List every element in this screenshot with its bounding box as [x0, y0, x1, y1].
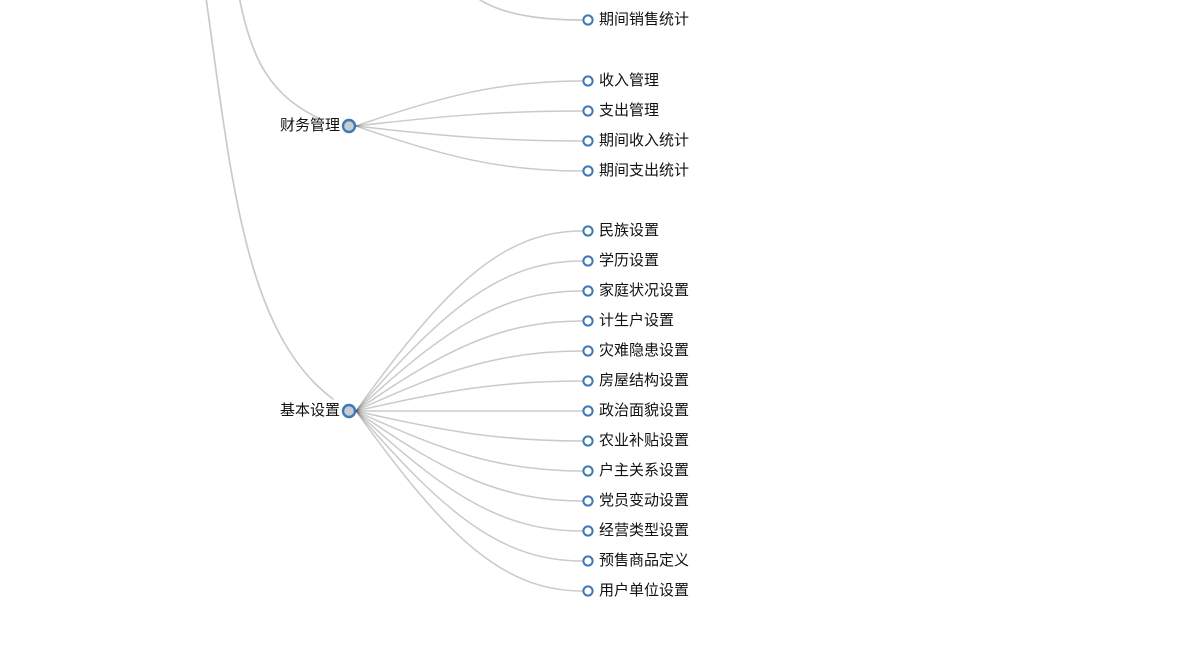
edge-basic-child: [355, 410, 583, 532]
edge-basic-child: [355, 410, 583, 592]
edge-basic-child: [355, 410, 583, 562]
leaf-node-circle[interactable]: [582, 14, 594, 26]
branch-node-circle[interactable]: [341, 403, 357, 419]
edge-finance-child: [355, 125, 583, 142]
leaf-node-circle[interactable]: [582, 255, 594, 267]
edge-incoming-finance: [238, 0, 319, 119]
leaf-node-label[interactable]: 农业补贴设置: [599, 432, 690, 449]
leaf-node-circle[interactable]: [582, 585, 594, 597]
branch-node-label[interactable]: 财务管理: [279, 117, 340, 134]
leaf-node-circle[interactable]: [582, 435, 594, 447]
edge-basic-child: [355, 410, 583, 442]
leaf-node-circle[interactable]: [582, 405, 594, 417]
leaf-node-circle[interactable]: [582, 375, 594, 387]
edge-incoming-basic: [205, 0, 334, 400]
edge-incoming-sales: [478, 0, 583, 21]
leaf-node-circle[interactable]: [582, 135, 594, 147]
leaf-node-circle[interactable]: [582, 555, 594, 567]
edge-basic-child: [355, 410, 583, 502]
leaf-node-circle[interactable]: [582, 525, 594, 537]
leaf-node-circle[interactable]: [582, 345, 594, 357]
leaf-node-label[interactable]: 用户单位设置: [599, 582, 690, 599]
edge-finance-child: [355, 110, 583, 127]
edge-basic-child: [355, 320, 583, 412]
leaf-node-circle[interactable]: [582, 105, 594, 117]
leaf-node-label[interactable]: 经营类型设置: [599, 522, 690, 539]
branch-node-label[interactable]: 基本设置: [279, 402, 340, 419]
leaf-node-circle[interactable]: [582, 285, 594, 297]
leaf-node-circle[interactable]: [582, 465, 594, 477]
edge-basic-child: [355, 290, 583, 412]
leaf-node-label[interactable]: 期间销售统计: [599, 11, 690, 28]
leaf-node-label[interactable]: 灾难隐患设置: [599, 342, 690, 359]
leaf-node-label[interactable]: 计生户设置: [599, 312, 675, 329]
edge-basic-child: [355, 410, 583, 472]
edge-basic-child: [355, 380, 583, 412]
leaf-node-label[interactable]: 学历设置: [599, 252, 660, 269]
leaf-node-circle[interactable]: [582, 165, 594, 177]
edge-basic-child: [355, 260, 583, 412]
leaf-node-label[interactable]: 房屋结构设置: [599, 372, 690, 389]
leaf-node-label[interactable]: 政治面貌设置: [599, 402, 690, 419]
edge-finance-child: [355, 125, 583, 172]
leaf-node-label[interactable]: 期间支出统计: [599, 162, 690, 179]
leaf-node-label[interactable]: 支出管理: [599, 102, 660, 119]
edge-finance-child: [355, 80, 583, 127]
leaf-node-label[interactable]: 民族设置: [599, 222, 660, 239]
branch-node-circle[interactable]: [341, 118, 357, 134]
leaf-node-label[interactable]: 家庭状况设置: [599, 282, 690, 299]
leaf-node-label[interactable]: 期间收入统计: [599, 132, 690, 149]
leaf-node-circle[interactable]: [582, 315, 594, 327]
leaf-node-label[interactable]: 预售商品定义: [599, 552, 690, 569]
edge-basic-child: [355, 350, 583, 412]
leaf-node-label[interactable]: 收入管理: [599, 72, 660, 89]
leaf-node-label[interactable]: 户主关系设置: [599, 462, 690, 479]
leaf-node-label[interactable]: 党员变动设置: [599, 492, 690, 509]
edge-basic-child: [355, 230, 583, 412]
leaf-node-circle[interactable]: [582, 495, 594, 507]
leaf-node-circle[interactable]: [582, 75, 594, 87]
leaf-node-circle[interactable]: [582, 225, 594, 237]
